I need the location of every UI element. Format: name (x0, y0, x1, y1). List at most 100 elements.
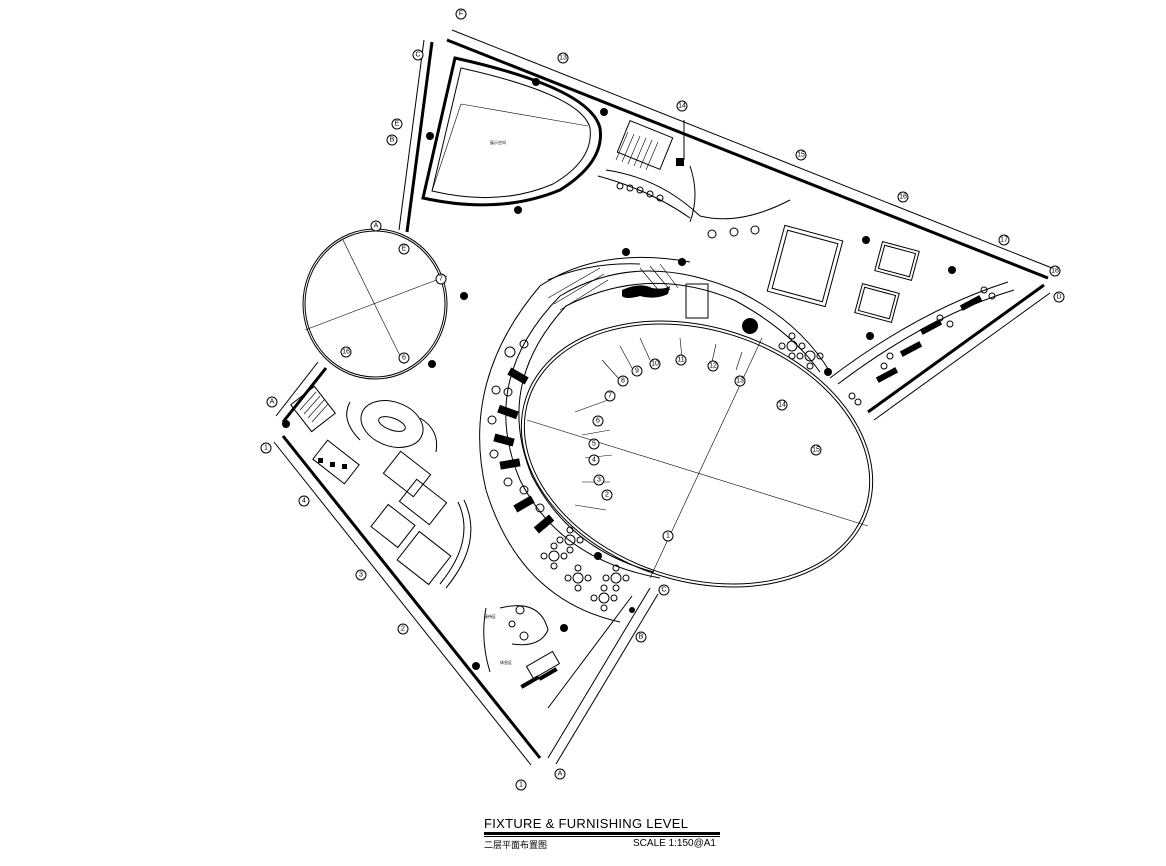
right-hall-fixtures (616, 182, 920, 324)
grid-tag: 4 (588, 454, 600, 466)
grid-tag: 4 (298, 495, 310, 507)
svg-text:6: 6 (402, 355, 406, 362)
svg-text:E: E (402, 246, 407, 253)
svg-text:4: 4 (302, 498, 306, 505)
svg-text:8: 8 (621, 378, 625, 385)
grid-tag: 3 (355, 569, 367, 581)
sofa-groups-left (487, 339, 555, 534)
svg-text:E: E (395, 121, 400, 128)
svg-text:1: 1 (519, 782, 523, 789)
grid-tag: C (412, 49, 424, 61)
title-sub-row: 二层平面布置图 SCALE 1:150@A1 (484, 838, 720, 851)
grid-references: F C E B A A 1 2 3 4 C B A 1 13 14 15 16 … (260, 8, 1065, 791)
central-atrium (520, 320, 874, 588)
svg-text:18: 18 (1051, 268, 1059, 275)
svg-text:13: 13 (559, 55, 567, 62)
svg-text:4: 4 (592, 457, 596, 464)
grid-tag: 14 (676, 100, 688, 112)
svg-text:5: 5 (592, 441, 596, 448)
grid-tag: 1 (662, 530, 674, 542)
svg-text:10: 10 (651, 361, 659, 368)
exterior-walls (273, 29, 1053, 766)
grid-tag: 3 (593, 474, 605, 486)
svg-text:6: 6 (596, 418, 600, 425)
grid-tag: B (635, 631, 647, 643)
svg-text:F: F (459, 11, 463, 18)
svg-text:C: C (661, 587, 666, 594)
svg-text:11: 11 (677, 357, 684, 364)
grid-tag: D (1053, 291, 1065, 303)
top-stair-block (597, 119, 791, 223)
drawing-subtitle: 二层平面布置图 (484, 841, 548, 851)
svg-text:1: 1 (666, 533, 670, 540)
grid-tag: 6 (592, 415, 604, 427)
grid-tag: 5 (588, 438, 600, 450)
grid-tag: 6 (398, 352, 410, 364)
svg-text:A: A (374, 223, 379, 230)
svg-text:A: A (270, 399, 275, 406)
right-seating-curve (829, 281, 1015, 406)
title-block: FIXTURE & FURNISHING LEVEL 二层平面布置图 SCALE… (484, 816, 720, 851)
svg-text:3: 3 (359, 572, 363, 579)
grid-tag: B (386, 134, 398, 146)
round-tables (540, 318, 824, 613)
svg-text:休息区: 休息区 (500, 659, 512, 665)
grid-tag: E (391, 118, 403, 130)
svg-text:7: 7 (608, 393, 612, 400)
grid-tag: 11 (675, 354, 687, 366)
svg-text:16: 16 (342, 349, 350, 356)
grid-tag: 7 (435, 273, 447, 285)
grid-tag: A (266, 396, 278, 408)
seating-ring (479, 256, 831, 623)
svg-text:D: D (1056, 294, 1061, 301)
grid-tag: 2 (397, 623, 409, 635)
grid-tag: 7 (604, 390, 616, 402)
svg-text:16: 16 (899, 194, 907, 201)
svg-text:14: 14 (778, 402, 786, 409)
svg-text:13: 13 (736, 378, 744, 385)
svg-text:展示空间: 展示空间 (490, 139, 506, 145)
grid-tag: 15 (795, 149, 807, 161)
svg-text:14: 14 (678, 103, 686, 110)
grid-tag: 8 (617, 375, 629, 387)
grid-tag: 16 (340, 346, 352, 358)
svg-text:2: 2 (401, 626, 405, 633)
svg-text:15: 15 (812, 447, 820, 454)
grid-tag: 17 (998, 234, 1010, 246)
grid-tag: 9 (631, 365, 643, 377)
svg-text:A: A (558, 771, 563, 778)
grid-tag: 13 (734, 375, 746, 387)
svg-text:7: 7 (439, 276, 443, 283)
svg-text:B: B (639, 634, 644, 641)
svg-text:2: 2 (605, 492, 609, 499)
svg-text:12: 12 (709, 363, 717, 370)
svg-text:15: 15 (797, 152, 805, 159)
grid-tag: 15 (810, 444, 822, 456)
grid-tag: 13 (557, 52, 569, 64)
grid-tag: 1 (515, 779, 527, 791)
svg-text:1: 1 (264, 445, 268, 452)
title-underline (484, 836, 720, 837)
svg-text:B: B (390, 137, 395, 144)
grid-tag: 12 (707, 360, 719, 372)
round-room (302, 228, 448, 380)
upper-hall: 展示空间 (421, 56, 602, 207)
grid-tag: A (370, 220, 382, 232)
svg-text:17: 17 (1000, 237, 1008, 244)
bottom-lounge: 休息区 接待区 (483, 605, 561, 689)
grid-tag: F (455, 8, 467, 20)
drawing-title: FIXTURE & FURNISHING LEVEL (484, 816, 720, 835)
grid-tag: 16 (897, 191, 909, 203)
grid-tag: C (658, 584, 670, 596)
grid-tag: E (398, 243, 410, 255)
grid-tag: 14 (776, 399, 788, 411)
svg-text:3: 3 (597, 477, 601, 484)
grid-tag: 1 (260, 442, 272, 454)
drawing-scale: SCALE 1:150@A1 (633, 838, 716, 849)
plants (282, 78, 956, 670)
grid-tag: 2 (601, 489, 613, 501)
svg-text:接待区: 接待区 (484, 613, 496, 619)
grid-tag: 10 (649, 358, 661, 370)
svg-text:9: 9 (635, 368, 639, 375)
